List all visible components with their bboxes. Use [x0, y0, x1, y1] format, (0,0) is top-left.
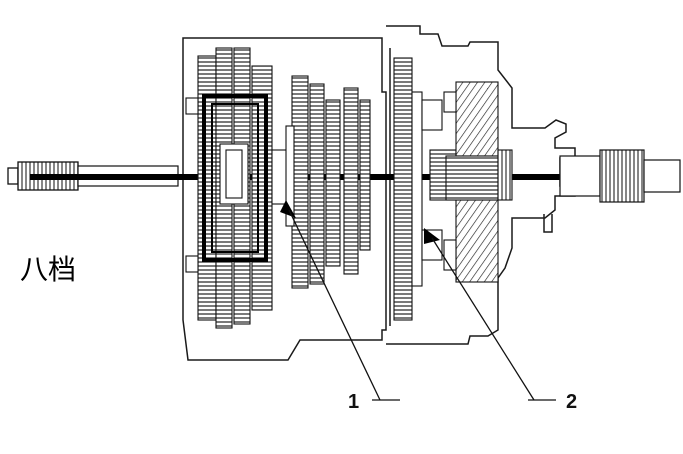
callout-2-label: 2	[566, 391, 577, 413]
output-shaft	[559, 149, 681, 203]
callout-1: 1	[280, 200, 400, 413]
housing-outline	[182, 25, 576, 361]
gear-pack-middle	[271, 75, 371, 289]
planetary-gear-set	[443, 81, 513, 283]
eighth-gear-highlight	[202, 94, 268, 262]
callout-1-label: 1	[348, 391, 359, 413]
callout-2: 2	[424, 228, 577, 413]
gear-pack-left	[185, 47, 273, 329]
gear-label: 八档	[20, 253, 77, 286]
